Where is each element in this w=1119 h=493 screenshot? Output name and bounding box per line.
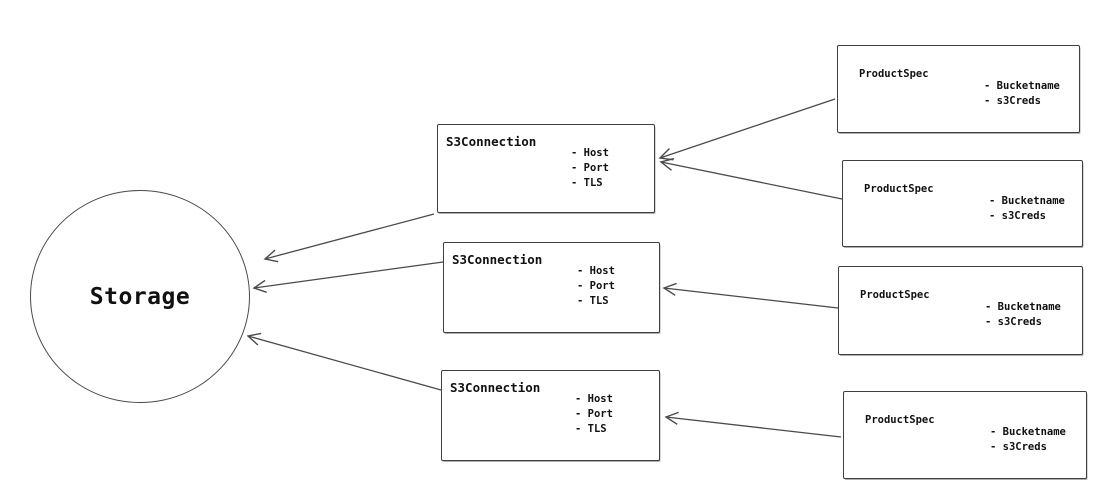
node-s3connection-1[interactable]: S3Connection - Host - Port - TLS xyxy=(437,124,655,213)
node-storage[interactable]: Storage xyxy=(30,190,250,403)
node-productspec-4[interactable]: ProductSpec - Bucketname - s3Creds xyxy=(843,391,1087,479)
node-productspec-2[interactable]: ProductSpec - Bucketname - s3Creds xyxy=(842,160,1083,247)
attribute-host: - Host xyxy=(571,147,609,159)
node-s3connection-3[interactable]: S3Connection - Host - Port - TLS xyxy=(441,370,660,461)
attribute-s3creds: - s3Creds xyxy=(985,316,1042,328)
arrow-s3connection3-to-storage xyxy=(246,332,442,391)
attribute-list: - Host - Port - TLS xyxy=(577,264,615,309)
attribute-list: - Bucketname - s3Creds xyxy=(989,194,1065,224)
attribute-port: - Port xyxy=(571,162,609,174)
node-productspec-1[interactable]: ProductSpec - Bucketname - s3Creds xyxy=(837,45,1080,133)
node-title: S3Connection xyxy=(452,252,543,267)
attribute-list: - Bucketname - s3Creds xyxy=(990,425,1066,455)
node-title: ProductSpec xyxy=(860,289,930,301)
node-title: ProductSpec xyxy=(859,68,929,80)
attribute-tls: - TLS xyxy=(575,423,607,435)
arrow-s3connection1-to-storage xyxy=(263,213,435,263)
node-productspec-3[interactable]: ProductSpec - Bucketname - s3Creds xyxy=(838,266,1083,355)
arrow-productspec3-to-s3connection2 xyxy=(662,282,839,309)
attribute-bucketname: - Bucketname xyxy=(984,80,1060,92)
attribute-bucketname: - Bucketname xyxy=(985,301,1061,313)
attribute-tls: - TLS xyxy=(571,177,603,189)
node-title: S3Connection xyxy=(446,134,537,149)
attribute-tls: - TLS xyxy=(577,295,609,307)
attribute-host: - Host xyxy=(577,265,615,277)
attribute-port: - Port xyxy=(577,280,615,292)
attribute-s3creds: - s3Creds xyxy=(989,210,1046,222)
attribute-host: - Host xyxy=(575,393,613,405)
arrow-productspec4-to-s3connection3 xyxy=(664,411,842,438)
attribute-s3creds: - s3Creds xyxy=(990,441,1047,453)
arrow-s3connection2-to-storage xyxy=(252,261,444,293)
attribute-s3creds: - s3Creds xyxy=(984,95,1041,107)
attribute-bucketname: - Bucketname xyxy=(990,426,1066,438)
arrow-productspec1-to-s3connection1 xyxy=(658,98,836,161)
attribute-list: - Host - Port - TLS xyxy=(571,146,609,191)
storage-label: Storage xyxy=(89,283,191,310)
attribute-list: - Bucketname - s3Creds xyxy=(984,79,1060,109)
attribute-port: - Port xyxy=(575,408,613,420)
node-title: ProductSpec xyxy=(865,414,935,426)
arrow-productspec2-to-s3connection1 xyxy=(659,157,843,200)
attribute-list: - Bucketname - s3Creds xyxy=(985,300,1061,330)
node-s3connection-2[interactable]: S3Connection - Host - Port - TLS xyxy=(443,242,660,333)
attribute-bucketname: - Bucketname xyxy=(989,195,1065,207)
attribute-list: - Host - Port - TLS xyxy=(575,392,613,437)
node-title: S3Connection xyxy=(450,380,541,395)
node-title: ProductSpec xyxy=(864,183,934,195)
